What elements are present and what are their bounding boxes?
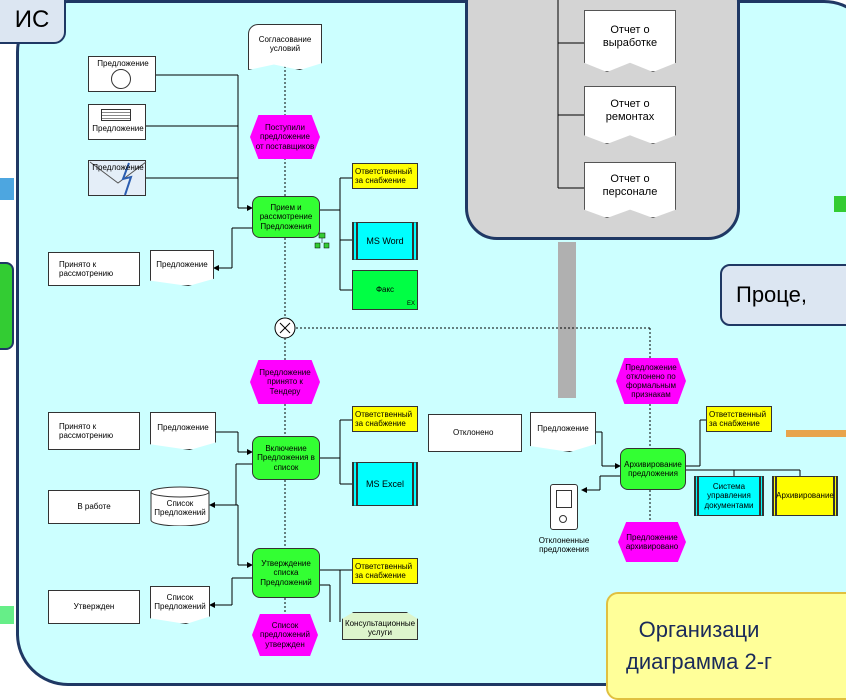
- event-accepted-to-tender[interactable]: Предложение принято к Тендеру: [250, 360, 320, 404]
- event-accepted-to-tender-label: Предложение принято к Тендеру: [259, 368, 311, 396]
- proposal-doc-icon-1[interactable]: Предложение: [88, 56, 156, 92]
- function-archive-proposal-label: Архивирование предложения: [624, 459, 682, 478]
- system-archiving[interactable]: Архивирование: [772, 476, 838, 516]
- org-unit-supply-1[interactable]: Ответственный за снабжение: [352, 163, 418, 189]
- event-proposal-archived[interactable]: Предложение архивировано: [618, 522, 686, 562]
- system-doc-management[interactable]: Система управления документами: [694, 476, 764, 516]
- proposal-email-icon-label: Предложение: [92, 163, 144, 173]
- circle-icon: [111, 69, 131, 89]
- status-accepted-2-label: Принято к рассмотрению: [59, 421, 114, 440]
- function-archive-proposal[interactable]: Архивирование предложения: [620, 448, 686, 490]
- function-receive-proposals-label: Прием и рассмотрение Предложения: [259, 203, 313, 231]
- database-icon: [150, 486, 210, 526]
- system-ms-word-label: MS Word: [366, 235, 404, 246]
- proposal-doc-1-label: Предложение: [156, 260, 208, 270]
- report-production[interactable]: Отчет о выработке: [584, 10, 676, 72]
- event-proposal-archived-label: Предложение архивировано: [625, 532, 679, 551]
- envelope-lightning-icon: [89, 161, 147, 196]
- function-approve-list[interactable]: Утверждение списка Предложений: [252, 548, 320, 598]
- report-repairs-label: Отчет о ремонтах: [605, 98, 655, 123]
- report-production-label: Отчет о выработке: [602, 24, 658, 49]
- proposal-doc-icon-2[interactable]: Предложение: [88, 104, 146, 140]
- org-unit-supply-3-label: Ответственный за снабжение: [355, 561, 413, 580]
- left-green-panel: [0, 262, 14, 350]
- system-ms-word[interactable]: MS Word: [352, 222, 418, 260]
- proposals-list-doc[interactable]: Список Предложений: [150, 586, 210, 624]
- org-diagram-callout-label: Организаци диаграмма 2-г: [626, 617, 773, 674]
- function-include-in-list[interactable]: Включение Предложения в список: [252, 436, 320, 480]
- status-accepted-1-label: Принято к рассмотрению: [59, 259, 114, 278]
- system-fax[interactable]: Факс EX: [352, 270, 418, 310]
- agreement-terms-doc[interactable]: Согласование условий: [248, 24, 322, 70]
- left-green-marker: [0, 606, 14, 624]
- status-approved[interactable]: Утвержден: [48, 590, 140, 624]
- org-unit-supply-1-label: Ответственный за снабжение: [355, 166, 413, 185]
- rejected-proposals-label: Отклоненные предложения: [538, 535, 590, 554]
- system-tab: ИС: [0, 0, 66, 44]
- system-fax-ex: EX: [406, 301, 415, 308]
- function-approve-list-label: Утверждение списка Предложений: [260, 559, 312, 587]
- event-list-approved-label: Список предложений утвержден: [260, 621, 310, 649]
- proposals-list-doc-label: Список Предложений: [154, 592, 206, 611]
- storage-screen-icon: [556, 490, 572, 508]
- event-proposals-received-label: Поступили предложение от поставщиков: [255, 123, 315, 151]
- proposal-doc-icon-2-label: Предложение: [92, 124, 144, 134]
- process-callout: Проце,: [720, 264, 846, 326]
- status-in-work-label: В работе: [77, 502, 111, 512]
- org-unit-supply-4[interactable]: Ответственный за снабжение: [706, 406, 772, 432]
- system-doc-management-label: Система управления документами: [704, 482, 754, 510]
- proposal-doc-1[interactable]: Предложение: [150, 250, 214, 286]
- reports-connector-bar: [558, 242, 576, 398]
- proposal-doc-icon-1-label: Предложение: [97, 59, 149, 69]
- system-ms-excel[interactable]: MS Excel: [352, 462, 418, 506]
- proposal-doc-3[interactable]: Предложение: [530, 412, 596, 452]
- right-green-marker: [834, 196, 846, 212]
- org-unit-supply-4-label: Ответственный за снабжение: [709, 409, 767, 428]
- right-orange-marker: [786, 430, 846, 437]
- status-rejected[interactable]: Отклонено: [428, 414, 522, 452]
- system-ms-excel-label: MS Excel: [365, 478, 404, 489]
- proposal-doc-2-label: Предложение: [157, 423, 209, 433]
- agreement-terms-label: Согласование условий: [258, 34, 312, 53]
- function-receive-proposals[interactable]: Прием и рассмотрение Предложения: [252, 196, 320, 238]
- org-diagram-callout: Организаци диаграмма 2-г: [606, 592, 846, 700]
- event-list-approved[interactable]: Список предложений утвержден: [252, 614, 318, 656]
- status-accepted-2[interactable]: Принято к рассмотрению: [48, 412, 140, 450]
- lines-icon: [101, 109, 131, 121]
- proposals-list-database[interactable]: Список Предложений: [150, 486, 210, 526]
- proposal-email-icon[interactable]: Предложение: [88, 160, 147, 196]
- status-rejected-label: Отклонено: [453, 428, 494, 438]
- storage-button-icon: [559, 515, 567, 523]
- event-rejected-formal[interactable]: Предложение отклонено по формальным приз…: [616, 358, 686, 404]
- left-blue-marker: [0, 178, 14, 200]
- status-accepted-1[interactable]: Принято к рассмотрению: [48, 252, 140, 286]
- report-personnel-label: Отчет о персонале: [602, 173, 658, 198]
- status-in-work[interactable]: В работе: [48, 490, 140, 524]
- proposals-list-database-label: Список Предложений: [154, 498, 206, 517]
- system-archiving-label: Архивирование: [776, 491, 834, 501]
- event-rejected-formal-label: Предложение отклонено по формальным приз…: [625, 362, 677, 400]
- rejected-proposals-storage[interactable]: [550, 484, 578, 530]
- event-proposals-received[interactable]: Поступили предложение от поставщиков: [250, 115, 320, 159]
- status-approved-label: Утвержден: [73, 602, 115, 612]
- system-tab-label: ИС: [14, 6, 50, 33]
- consulting-services[interactable]: Консультационные услуги: [342, 612, 418, 640]
- org-unit-supply-2-label: Ответственный за снабжение: [355, 409, 413, 428]
- proposal-doc-3-label: Предложение: [537, 424, 589, 434]
- org-unit-supply-2[interactable]: Ответственный за снабжение: [352, 406, 418, 432]
- function-include-in-list-label: Включение Предложения в список: [257, 444, 315, 472]
- process-callout-label: Проце,: [736, 282, 807, 307]
- proposal-doc-2[interactable]: Предложение: [150, 412, 216, 450]
- consulting-services-label: Консультационные услуги: [344, 618, 416, 637]
- org-unit-supply-3[interactable]: Ответственный за снабжение: [352, 558, 418, 584]
- system-fax-label: Факс: [375, 285, 395, 295]
- report-repairs[interactable]: Отчет о ремонтах: [584, 86, 676, 144]
